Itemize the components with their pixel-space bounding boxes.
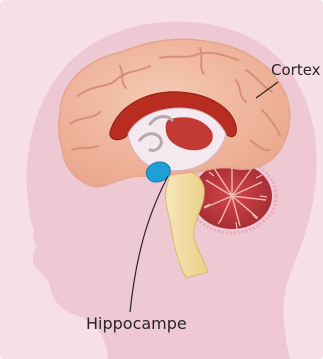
cortex-label: Cortex <box>271 63 321 78</box>
hippocampus-label: Hippocampe <box>86 316 187 332</box>
